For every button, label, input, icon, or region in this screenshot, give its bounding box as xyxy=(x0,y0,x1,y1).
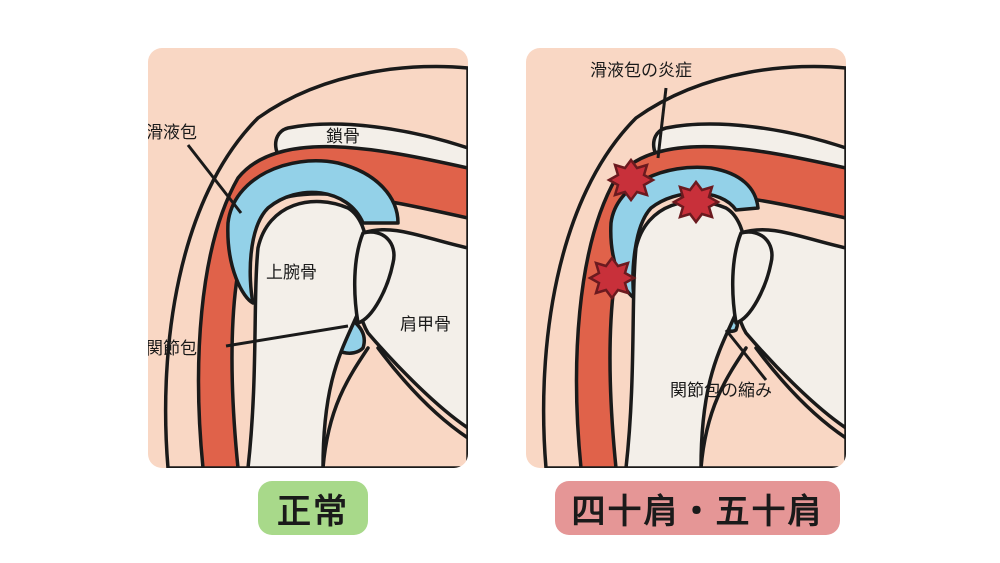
label-scapula: 肩甲骨 xyxy=(400,315,451,335)
normal-shoulder-illustration: 滑液包 鎖骨 上腕骨 肩甲骨 関節包 xyxy=(148,48,468,468)
frozen-shoulder-panel: 滑液包の炎症 関節包の縮み xyxy=(526,48,846,468)
humerus-bone xyxy=(246,199,370,468)
back-contour xyxy=(754,346,846,440)
arm-contour xyxy=(699,346,748,468)
glenoid xyxy=(730,230,774,325)
label-bursa: 滑液包 xyxy=(148,123,197,143)
label-capsule: 関節包 xyxy=(148,339,197,359)
label-clavicle: 鎖骨 xyxy=(326,127,360,147)
badge-normal: 正常 xyxy=(258,481,368,535)
bursa-normal xyxy=(226,159,400,305)
label-capsule-shrink: 関節包の縮み xyxy=(670,381,772,401)
inflammation-marker-1 xyxy=(606,157,656,203)
inflammation-markers xyxy=(587,157,721,301)
leader-capsule xyxy=(225,324,349,348)
frozen-shoulder-illustration: 滑液包の炎症 関節包の縮み xyxy=(526,48,846,468)
label-bursitis: 滑液包の炎症 xyxy=(590,61,692,81)
leader-capsule-shrink xyxy=(724,329,768,381)
humerus-bone xyxy=(624,199,748,468)
normal-shoulder-panel: 滑液包 鎖骨 上腕骨 肩甲骨 関節包 xyxy=(148,48,468,468)
arm-contour xyxy=(321,346,370,468)
inflammation-marker-3 xyxy=(587,255,637,301)
inflammation-marker-2 xyxy=(671,179,721,225)
back-contour xyxy=(376,346,468,440)
leader-bursitis xyxy=(656,87,668,159)
glenoid xyxy=(352,230,396,325)
badge-frozen-shoulder: 四十肩・五十肩 xyxy=(555,481,840,535)
leader-bursa xyxy=(186,144,243,214)
label-humerus: 上腕骨 xyxy=(266,263,317,283)
